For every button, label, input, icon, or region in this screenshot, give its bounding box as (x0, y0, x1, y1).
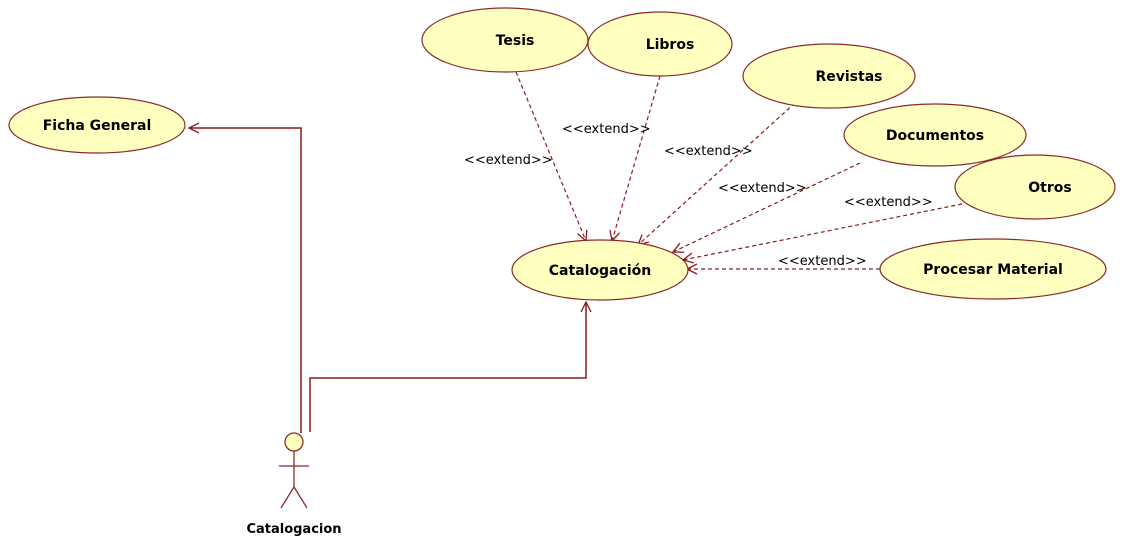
stereotype-libros: <<extend>> (562, 122, 651, 137)
use-case-label: Documentos (886, 128, 984, 144)
use-case-label: Otros (1028, 180, 1071, 196)
stereotype-procesar-material: <<extend>> (778, 254, 867, 269)
use-case-libros[interactable]: Libros (587, 11, 733, 77)
stereotype-otros: <<extend>> (844, 195, 933, 210)
use-case-label: Tesis (496, 33, 535, 49)
extend-line-revistas (638, 102, 796, 245)
use-case-revistas[interactable]: Revistas (742, 43, 916, 109)
use-case-tesis[interactable]: Tesis (421, 7, 589, 73)
association-catalogacion (309, 302, 586, 432)
extend-line-otros (683, 203, 963, 260)
stereotype-revistas: <<extend>> (664, 144, 753, 159)
use-case-label: Procesar Material (923, 262, 1063, 278)
use-case-label: Revistas (815, 69, 882, 85)
actor-stick-figure-icon[interactable] (279, 432, 309, 509)
use-case-otros[interactable]: Otros (954, 154, 1116, 220)
stereotype-documentos: <<extend>> (718, 181, 807, 196)
use-case-documentos[interactable]: Documentos (843, 103, 1027, 167)
use-case-label: Libros (646, 37, 695, 53)
association-ficha-general (189, 128, 302, 433)
extend-line-tesis (515, 71, 586, 241)
actor-name: Catalogacion (246, 522, 341, 537)
use-case-label: Catalogación (549, 263, 651, 279)
use-case-label: Ficha General (43, 118, 152, 134)
use-case-procesar-material[interactable]: Procesar Material (879, 238, 1107, 300)
use-case-catalogacion[interactable]: Catalogación (511, 239, 689, 301)
extend-line-documentos (673, 162, 861, 252)
stereotype-tesis: <<extend>> (464, 153, 553, 168)
use-case-ficha-general[interactable]: Ficha General (8, 96, 186, 154)
extend-line-libros (612, 75, 661, 241)
